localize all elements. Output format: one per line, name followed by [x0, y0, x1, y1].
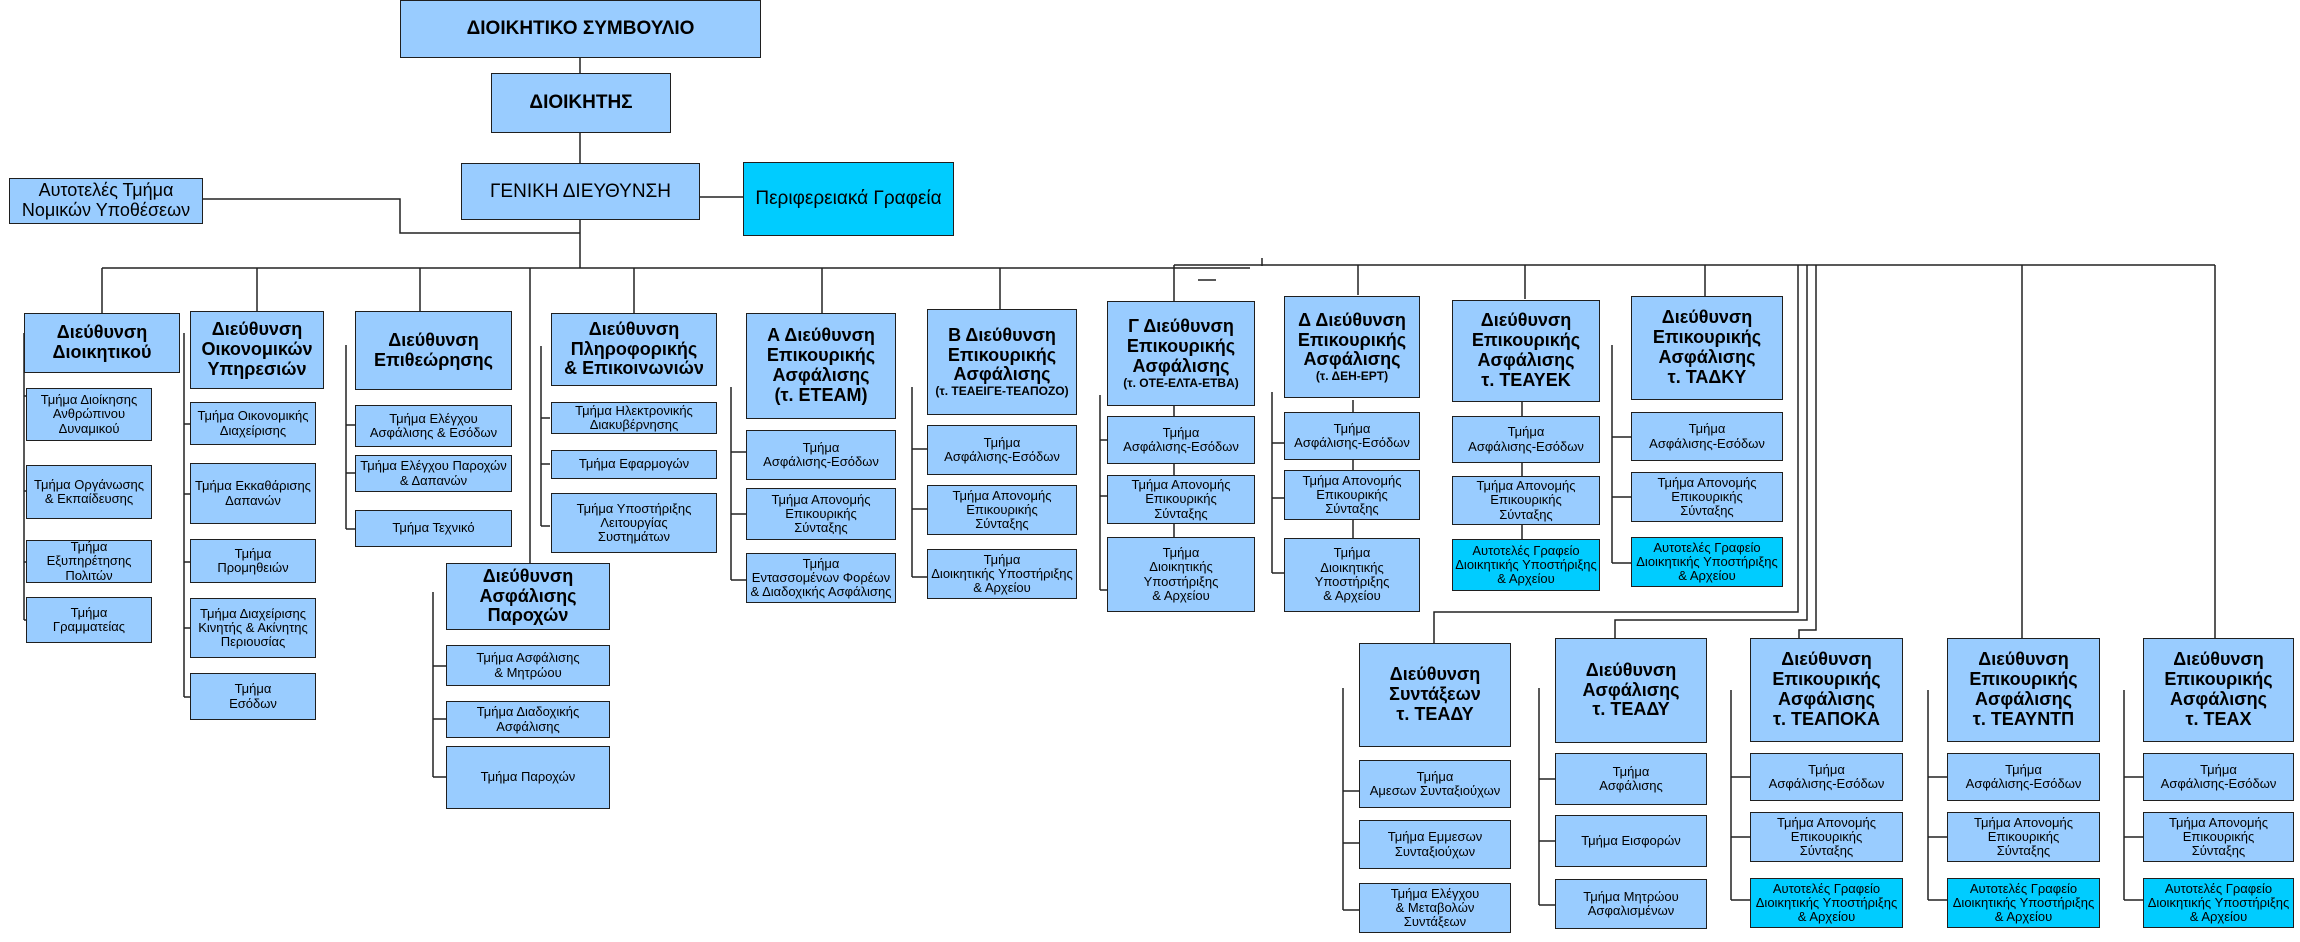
- unit-box: Τμήμα Προμηθειών: [190, 539, 316, 583]
- unit-box: Τμήμα Εσόδων: [190, 673, 316, 720]
- directorate-title-note: (τ. ΤΕΑΕΙΓΕ-ΤΕΑΠΟΖΟ): [935, 384, 1069, 399]
- unit-box: Τμήμα Εισφορών: [1555, 815, 1707, 867]
- unit-box: Τμήμα Απονομής Επικουρικής Σύνταξης: [1631, 472, 1783, 522]
- directorate-teach: Διεύθυνση Επικουρικής Ασφάλισης τ. ΤΕΑΧ: [2143, 638, 2294, 742]
- unit-box: Τμήμα Διοικητικής Υποστήριξης & Αρχείου: [927, 549, 1077, 599]
- unit-box: Τμήμα Ασφάλισης-Εσόδων: [1750, 753, 1903, 801]
- unit-box: Τμήμα Ασφάλισης-Εσόδων: [927, 425, 1077, 475]
- board-box: ΔΙΟΙΚΗΤΙΚΟ ΣΥΜΒΟΥΛΙΟ: [400, 0, 761, 58]
- unit-box: Τμήμα Ασφάλισης-Εσόδων: [1631, 412, 1783, 461]
- directorate-inspection: Διεύθυνση Επιθεώρησης: [355, 311, 512, 390]
- unit-box: Τμήμα Οικονομικής Διαχείρισης: [190, 402, 316, 445]
- unit-box: Τμήμα Ασφάλισης-Εσόδων: [746, 430, 896, 480]
- unit-box: Τμήμα Διαδοχικής Ασφάλισης: [446, 701, 610, 738]
- directorate-financial-services: Διεύθυνση Οικονομικών Υπηρεσιών: [190, 311, 324, 389]
- unit-box: Τμήμα Απονομής Επικουρικής Σύνταξης: [1284, 470, 1420, 520]
- unit-box: Τμήμα Απονομής Επικουρικής Σύνταξης: [1452, 476, 1600, 525]
- directorate-administrative: Διεύθυνση Διοικητικού: [24, 313, 180, 373]
- directorate-a-supplementary: Α Διεύθυνση Επικουρικής Ασφάλισης (τ. ΕΤ…: [746, 313, 896, 419]
- directorate-tadky: Διεύθυνση Επικουρικής Ασφάλισης τ. ΤΑΔΚΥ: [1631, 296, 1783, 400]
- unit-box: Τμήμα Εφαρμογών: [551, 450, 717, 479]
- unit-box: Τμήμα Ελέγχου Ασφάλισης & Εσόδων: [355, 405, 512, 447]
- unit-box: Τμήμα Παροχών: [446, 746, 610, 809]
- unit-box: Τμήμα Εντασσομένων Φορέων & Διαδοχικής Α…: [746, 553, 896, 603]
- unit-box: Τμήμα Ασφάλισης: [1555, 753, 1707, 805]
- unit-box: Τμήμα Ελέγχου Παροχών & Δαπανών: [355, 455, 512, 492]
- unit-box: Τμήμα Διοικητικής Υποστήριξης & Αρχείου: [1284, 538, 1420, 612]
- unit-box: Τμήμα Απονομής Επικουρικής Σύνταξης: [746, 488, 896, 540]
- directorate-teapoka: Διεύθυνση Επικουρικής Ασφάλισης τ. ΤΕΑΠΟ…: [1750, 638, 1903, 742]
- unit-box: Τμήμα Ασφάλισης-Εσόδων: [2143, 753, 2294, 801]
- unit-box: Τμήμα Απονομής Επικουρικής Σύνταξης: [927, 485, 1077, 535]
- directorate-pensions-teady: Διεύθυνση Συντάξεων τ. ΤΕΑΔΥ: [1359, 643, 1511, 747]
- unit-box: Τμήμα Τεχνικό: [355, 510, 512, 547]
- unit-box: Τμήμα Διαχείρισης Κινητής & Ακίνητης Περ…: [190, 598, 316, 658]
- unit-box: Αυτοτελές Γραφείο Διοικητικής Υποστήριξη…: [1947, 878, 2100, 928]
- directorate-insurance-benefits: Διεύθυνση Ασφάλισης Παροχών: [446, 563, 610, 630]
- unit-box: Τμήμα Γραμματείας: [26, 597, 152, 643]
- unit-box: Τμήμα Ασφάλισης-Εσόδων: [1947, 753, 2100, 801]
- unit-box: Τμήμα Ηλεκτρονικής Διακυβέρνησης: [551, 402, 717, 434]
- directorate-teayek: Διεύθυνση Επικουρικής Ασφάλισης τ. ΤΕΑΥΕ…: [1452, 300, 1600, 402]
- unit-box: Τμήμα Υποστήριξης Λειτουργίας Συστημάτων: [551, 493, 717, 553]
- unit-box: Τμήμα Ασφάλισης-Εσόδων: [1284, 412, 1420, 460]
- unit-box: Τμήμα Εξυπηρέτησης Πολιτών: [26, 540, 152, 583]
- directorate-title-note: (τ. ΔΕΗ-ΕΡΤ): [1315, 369, 1389, 384]
- unit-box: Τμήμα Απονομής Επικουρικής Σύνταξης: [1107, 475, 1255, 524]
- unit-box: Αυτοτελές Γραφείο Διοικητικής Υποστήριξη…: [1631, 537, 1783, 587]
- directorate-title: Δ Διεύθυνση Επικουρικής Ασφάλισης: [1297, 309, 1407, 370]
- directorate-c-supplementary: Γ Διεύθυνση Επικουρικής Ασφάλισης (τ. ΟΤ…: [1107, 301, 1255, 406]
- unit-box: Αυτοτελές Γραφείο Διοικητικής Υποστήριξη…: [2143, 878, 2294, 928]
- unit-box: Τμήμα Ασφάλισης-Εσόδων: [1107, 416, 1255, 464]
- legal-department-box: Αυτοτελές Τμήμα Νομικών Υποθέσεων: [9, 178, 203, 224]
- directorate-title-note: (τ. ΟΤΕ-ΕΛΤΑ-ΕΤΒΑ): [1123, 375, 1239, 390]
- directorate-d-supplementary: Δ Διεύθυνση Επικουρικής Ασφάλισης (τ. ΔΕ…: [1284, 296, 1420, 398]
- unit-box: Τμήμα Εμμεσων Συνταξιούχων: [1359, 820, 1511, 869]
- unit-box: Τμήμα Απονομής Επικουρικής Σύνταξης: [2143, 812, 2294, 862]
- unit-box: Τμήμα Εκκαθάρισης Δαπανών: [190, 463, 316, 524]
- unit-box: Τμήμα Αμεσων Συνταξιούχων: [1359, 760, 1511, 808]
- unit-box: Τμήμα Ελέγχου & Μεταβολών Συντάξεων: [1359, 883, 1511, 933]
- unit-box: Τμήμα Διοικητικής Υποστήριξης & Αρχείου: [1107, 537, 1255, 612]
- unit-box: Τμήμα Ασφάλισης-Εσόδων: [1452, 416, 1600, 463]
- unit-box: Τμήμα Μητρώου Ασφαλισμένων: [1555, 879, 1707, 929]
- unit-box: Τμήμα Οργάνωσης & Εκπαίδευσης: [26, 465, 152, 519]
- general-directorate-box: ΓΕΝΙΚΗ ΔΙΕΥΘΥΝΣΗ: [461, 163, 700, 220]
- regional-offices-box: Περιφερειακά Γραφεία: [743, 162, 954, 236]
- unit-box: Τμήμα Απονομής Επικουρικής Σύνταξης: [1750, 812, 1903, 862]
- directorate-title: Β Διεύθυνση Επικουρικής Ασφάλισης: [947, 324, 1057, 385]
- directorate-b-supplementary: Β Διεύθυνση Επικουρικής Ασφάλισης (τ. ΤΕ…: [927, 309, 1077, 415]
- directorate-title: Γ Διεύθυνση Επικουρικής Ασφάλισης: [1126, 316, 1236, 376]
- governor-box: ΔΙΟΙΚΗΤΗΣ: [491, 73, 671, 133]
- unit-box: Τμήμα Διοίκησης Ανθρώπινου Δυναμικού: [26, 388, 152, 441]
- unit-box: Αυτοτελές Γραφείο Διοικητικής Υποστήριξη…: [1750, 878, 1903, 928]
- directorate-insurance-teady: Διεύθυνση Ασφάλισης τ. ΤΕΑΔΥ: [1555, 638, 1707, 743]
- directorate-teayntp: Διεύθυνση Επικουρικής Ασφάλισης τ. ΤΕΑΥΝ…: [1947, 638, 2100, 742]
- unit-box: Τμήμα Απονομής Επικουρικής Σύνταξης: [1947, 812, 2100, 862]
- unit-box: Τμήμα Ασφάλισης & Μητρώου: [446, 645, 610, 686]
- directorate-it-communications: Διεύθυνση Πληροφορικής & Επικοινωνιών: [551, 313, 717, 386]
- unit-box: Αυτοτελές Γραφείο Διοικητικής Υποστήριξη…: [1452, 539, 1600, 591]
